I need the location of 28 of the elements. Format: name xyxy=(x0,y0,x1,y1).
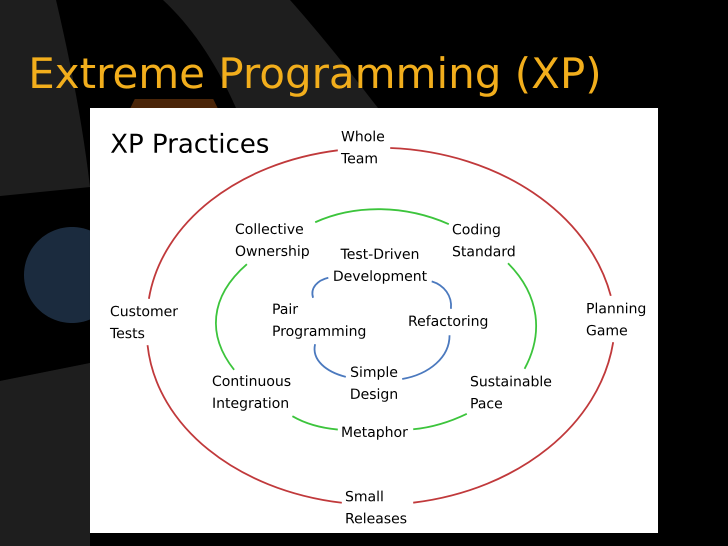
practice-label: Pair Programming xyxy=(273,303,366,339)
practice-label: Metaphor xyxy=(342,426,408,440)
practice-label: Continuous Integration xyxy=(212,375,290,411)
practice-label: Small Releases xyxy=(346,490,406,524)
ring-arc xyxy=(148,149,338,300)
ring-arc xyxy=(390,147,612,296)
slide-title: Extreme Programming (XP) xyxy=(32,56,598,97)
practice-label: Planning Game xyxy=(586,302,646,336)
practice-label: Simple Design xyxy=(351,366,398,402)
ring-arc xyxy=(312,276,329,298)
ring-arc xyxy=(146,345,342,504)
practice-label: Whole Team xyxy=(340,130,384,164)
ring-arc xyxy=(314,208,450,225)
ring-arc xyxy=(507,262,537,370)
ring-arc xyxy=(413,412,468,430)
practice-label: Sustainable Pace xyxy=(470,376,552,408)
practice-label: Customer Tests xyxy=(110,306,178,338)
ring-arc xyxy=(215,264,248,370)
ring-arc xyxy=(431,280,452,309)
ring-arc xyxy=(314,344,346,378)
practice-label: Collective Ownership xyxy=(236,223,309,259)
practice-label: Coding Standard xyxy=(452,224,514,256)
diagram-heading: XP Practices xyxy=(110,132,268,154)
practice-label: Test-Driven Development xyxy=(334,248,427,284)
practice-label: Refactoring xyxy=(409,315,488,329)
ring-arc xyxy=(402,335,450,380)
ring-arc xyxy=(413,342,614,504)
ring-arc xyxy=(292,415,338,430)
